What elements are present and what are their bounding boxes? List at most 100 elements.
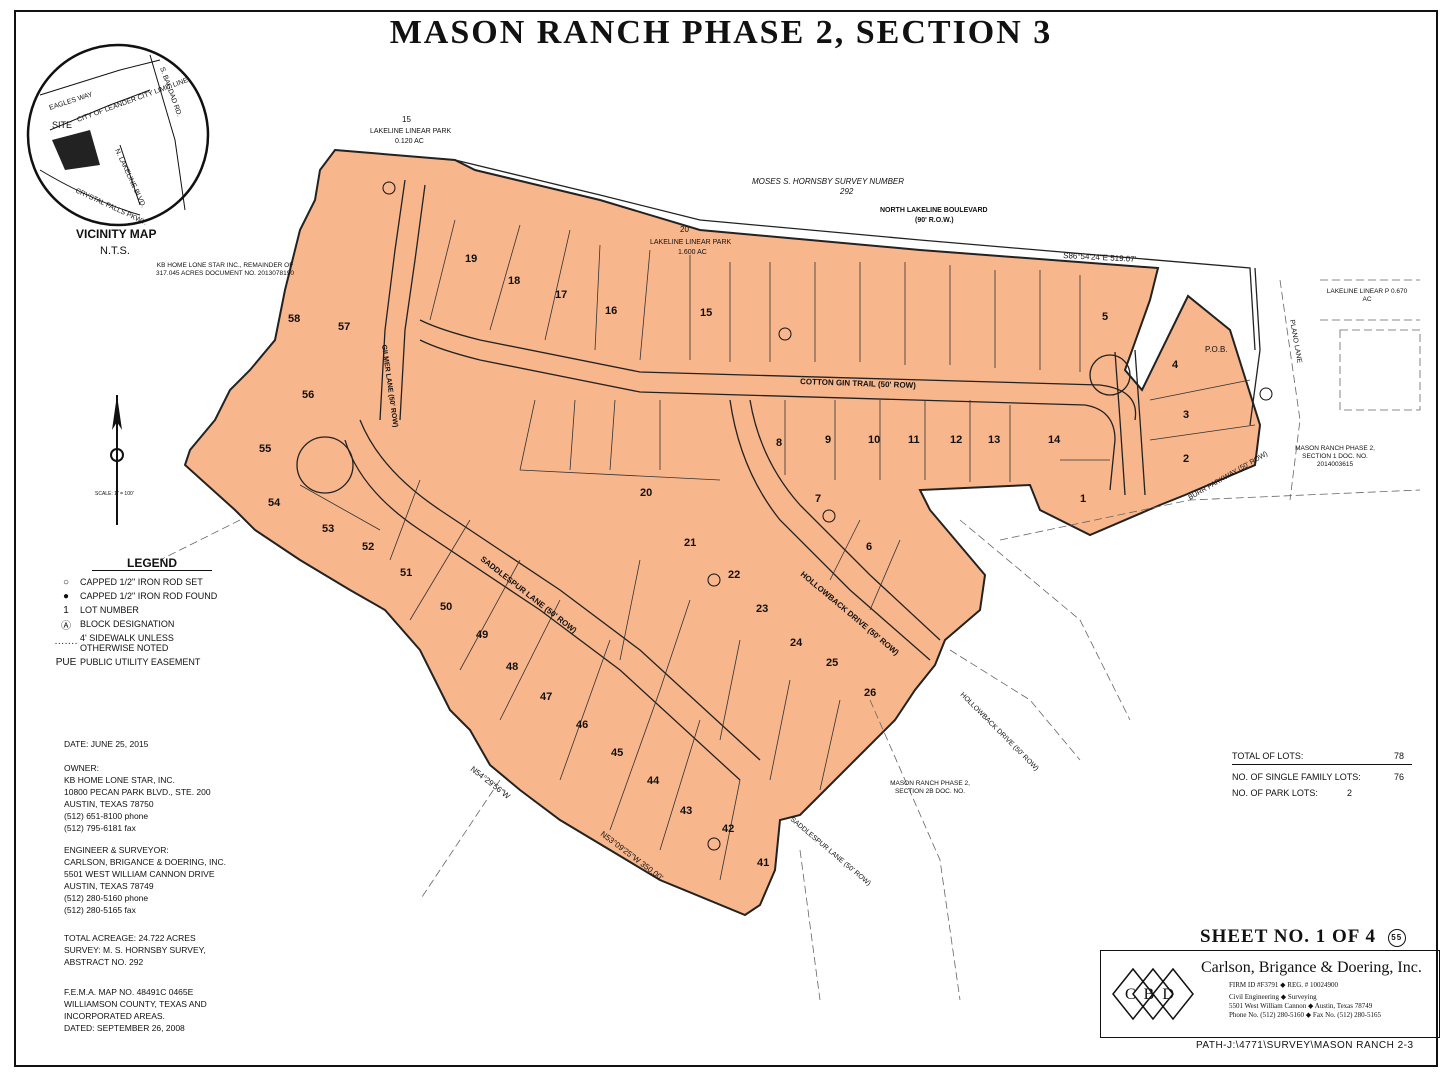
road-lines	[296, 179, 1146, 781]
lot-number: 19	[465, 253, 477, 265]
firm-details: FIRM ID #F3791 ◆ REG. # 10024900 Civil E…	[1229, 981, 1381, 1020]
legend-item: ○ CAPPED 1/2" IRON ROD SET	[52, 575, 252, 589]
legend-text: CAPPED 1/2" IRON ROD FOUND	[80, 591, 218, 601]
acreage-line: ABSTRACT NO. 292	[64, 957, 144, 967]
legend-heading: LEGEND	[92, 556, 212, 571]
legend-item: ·······4' SIDEWALK UNLESS OTHERWISE NOTE…	[52, 631, 252, 655]
lot-summary-row: NO. OF PARK LOTS: 2	[1232, 785, 1412, 801]
park-15-area: 0.120 AC	[395, 138, 424, 145]
engineer-line: 5501 WEST WILLIAM CANNON DRIVE	[64, 869, 215, 879]
sheet-number-text: SHEET NO. 1 OF 4	[1200, 926, 1376, 947]
kb-home-note: KB HOME LONE STAR INC., REMAINDER OF 317…	[156, 262, 294, 277]
lot-number: 7	[815, 493, 821, 505]
hollowback-drive-south-label: HOLLOWBACK DRIVE (50' ROW)	[959, 691, 1040, 772]
lot-number: 21	[684, 537, 696, 549]
saddlespur-lane-south-label: SADDLESPUR LANE (50' ROW)	[789, 816, 872, 887]
lot-number: 41	[757, 857, 769, 869]
lot-number: 16	[605, 305, 617, 317]
lot-summary-label: TOTAL OF LOTS:	[1232, 751, 1304, 761]
lot-number: 24	[790, 637, 803, 649]
lot-number: 14	[1048, 434, 1061, 446]
plano-lane-label: PLANO LANE	[1288, 319, 1303, 364]
firm-line: Civil Engineering ◆ Surveying	[1229, 993, 1317, 1001]
owner-line: AUSTIN, TEXAS 78750	[64, 799, 154, 809]
lot-number: 57	[338, 321, 350, 333]
lot-number: 1	[1080, 493, 1086, 505]
firm-id: FIRM ID #F3791 ◆ REG. # 10024900	[1229, 981, 1339, 989]
cbd-logo-icon: CBD	[1112, 967, 1194, 1021]
lot-number: 8	[776, 437, 782, 449]
park-15-number: 15	[402, 115, 411, 124]
fema-block: F.E.M.A. MAP NO. 48491C 0465E WILLIAMSON…	[64, 986, 207, 1034]
cotton-gin-trail-label: COTTON GIN TRAIL (50' ROW)	[800, 377, 916, 390]
file-path: PATH-J:\4771\SURVEY\MASON RANCH 2-3	[1196, 1040, 1414, 1051]
engineer-line: AUSTIN, TEXAS 78749	[64, 881, 154, 891]
lot-number: 26	[864, 687, 876, 699]
lot-number: 9	[825, 434, 831, 446]
lot-summary: TOTAL OF LOTS:78 NO. OF SINGLE FAMILY LO…	[1232, 748, 1412, 801]
lot-number: 12	[950, 434, 962, 446]
sheet-frame	[14, 10, 1438, 1067]
plat-title: MASON RANCH PHASE 2, SECTION 3	[389, 14, 1053, 51]
firm-name: Carlson, Brigance & Doering, Inc.	[1201, 959, 1422, 976]
owner-line: (512) 651-8100 phone	[64, 811, 149, 821]
lot-number: 44	[647, 775, 660, 787]
engineer-line: ENGINEER & SURVEYOR:	[64, 845, 169, 855]
lakeline-right-note: LAKELINE LINEAR P 0.670 AC	[1327, 288, 1407, 303]
legend-item: ●CAPPED 1/2" IRON ROD FOUND	[52, 589, 252, 603]
lot-number: 56	[302, 389, 314, 401]
lot-number: 51	[400, 567, 412, 579]
owner-line: 10800 PECAN PARK BLVD., STE. 200	[64, 787, 211, 797]
north-road-row: (90' R.O.W.)	[915, 217, 954, 224]
fema-line: WILLIAMSON COUNTY, TEXAS AND	[64, 999, 207, 1009]
lot-number: 23	[756, 603, 768, 615]
mason-sec2b-note: MASON RANCH PHASE 2, SECTION 2B DOC. NO.	[890, 780, 970, 795]
lot-number: 52	[362, 541, 374, 553]
lot-summary-value: 2	[1346, 788, 1352, 798]
lot-number: 49	[476, 629, 488, 641]
survey-number: 292	[839, 187, 854, 196]
park-20-number: 20	[680, 225, 689, 234]
lot-number: 43	[680, 805, 692, 817]
fema-line: INCORPORATED AREAS.	[64, 1011, 165, 1021]
lot-number: 55	[259, 443, 271, 455]
engineer-block: ENGINEER & SURVEYOR: CARLSON, BRIGANCE &…	[64, 844, 226, 916]
rod-set-icon: ○	[62, 576, 70, 588]
lot-number: 47	[540, 691, 552, 703]
vicinity-label-site: SITE	[52, 120, 72, 130]
legend-text: LOT NUMBER	[80, 605, 139, 615]
park-20-label: LAKELINE LINEAR PARK	[650, 239, 732, 246]
acreage-block: TOTAL ACREAGE: 24.722 ACRES SURVEY: M. S…	[64, 932, 206, 968]
north-bearing: S86°54'24"E 519.07'	[1063, 251, 1137, 264]
site-marker	[52, 130, 100, 170]
vicinity-scale: N.T.S.	[100, 245, 130, 257]
lot-number: 2	[1183, 453, 1189, 465]
lot-number: 46	[576, 719, 588, 731]
lot-summary-value: 76	[1393, 772, 1404, 782]
fema-line: DATED: SEPTEMBER 26, 2008	[64, 1023, 185, 1033]
acreage-line: TOTAL ACREAGE: 24.722 ACRES	[64, 933, 196, 943]
firm-title-block: CBD Carlson, Brigance & Doering, Inc. FI…	[1100, 950, 1440, 1038]
sidewalk-icon: ·······	[54, 637, 78, 649]
lot-lines	[299, 219, 1256, 881]
lot-number: 10	[868, 434, 880, 446]
lot-summary-label: NO. OF PARK LOTS:	[1232, 788, 1318, 798]
block-icon: Ⓐ	[61, 620, 71, 632]
lot-number: 54	[268, 497, 281, 509]
adjacent-lots	[159, 279, 1421, 1001]
firm-line: 5501 West William Cannon ◆ Austin, Texas…	[1229, 1002, 1373, 1010]
vicinity-map: EAGLES WAY CITY OF LEANDER CITY LIMIT LI…	[26, 43, 210, 257]
north-arrow-icon	[110, 395, 124, 525]
legend-text: CAPPED 1/2" IRON ROD SET	[80, 577, 203, 587]
owner-block: OWNER: KB HOME LONE STAR, INC. 10800 PEC…	[64, 762, 211, 834]
lot-numbers: 1 2 3 4 5 6 7 8 9 10 11 12 13 14 15 16 1…	[259, 253, 1189, 869]
lot-number: 11	[908, 434, 920, 446]
acreage-line: SURVEY: M. S. HORNSBY SURVEY,	[64, 945, 206, 955]
lot-summary-row: TOTAL OF LOTS:78	[1232, 748, 1412, 765]
survey-label: MOSES S. HORNSBY SURVEY NUMBER	[752, 177, 904, 186]
vicinity-heading: VICINITY MAP	[76, 227, 156, 241]
park-15-label: LAKELINE LINEAR PARK	[370, 128, 452, 135]
lot-number: 48	[506, 661, 518, 673]
